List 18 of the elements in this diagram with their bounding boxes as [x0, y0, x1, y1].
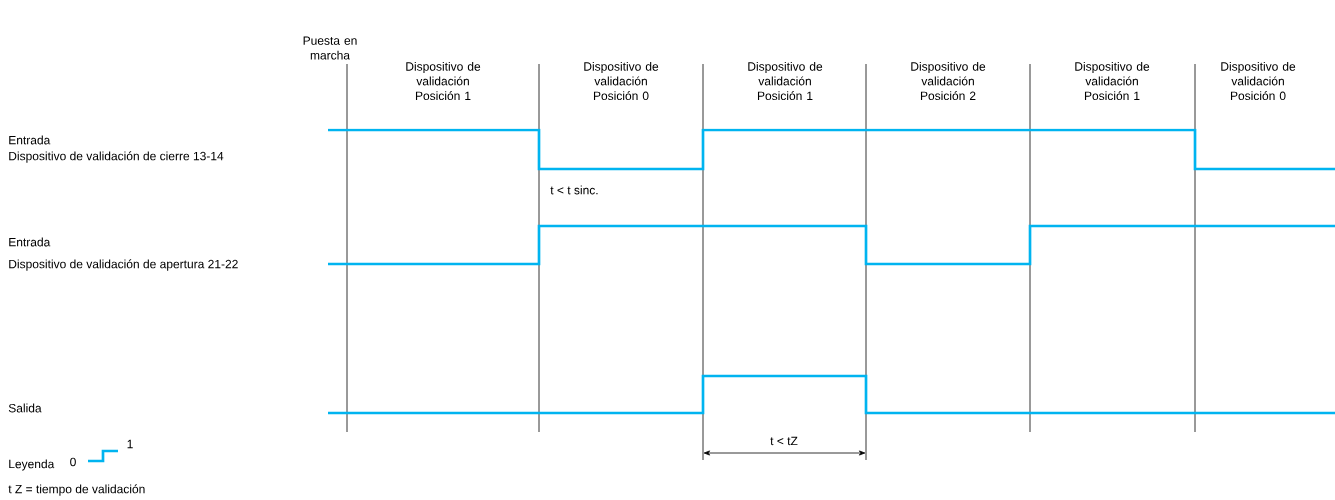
signal-label: Salida: [8, 403, 42, 413]
column-header: Dispositivo de validación Posición 2: [911, 61, 986, 101]
dimension-label: t < tZ: [770, 436, 798, 446]
level-label: 1: [127, 439, 133, 449]
level-label: 0: [70, 457, 76, 467]
signal-label: Entrada: [9, 135, 51, 145]
footnote: t Z = tiempo de validación: [8, 484, 145, 496]
column-header: Dispositivo de validación Posición 1: [1075, 61, 1150, 101]
column-header: Dispositivo de validación Posición 0: [584, 61, 659, 101]
signal-label: Dispositivo de validación de apertura 21-22: [9, 259, 238, 271]
column-header: Dispositivo de validación Posición 1: [748, 61, 823, 101]
signal-label: Dispositivo de validación de cierre 13-14: [9, 151, 224, 163]
signal-label: Entrada: [9, 237, 51, 247]
column-header: Dispositivo de validación Posición 0: [1221, 61, 1296, 101]
legend-title: Leyenda: [9, 459, 55, 471]
column-header: Dispositivo de validación Posición 1: [406, 61, 481, 101]
timing-note: t < t sinc.: [550, 185, 598, 195]
start-label: Puesta en marcha: [303, 36, 357, 60]
